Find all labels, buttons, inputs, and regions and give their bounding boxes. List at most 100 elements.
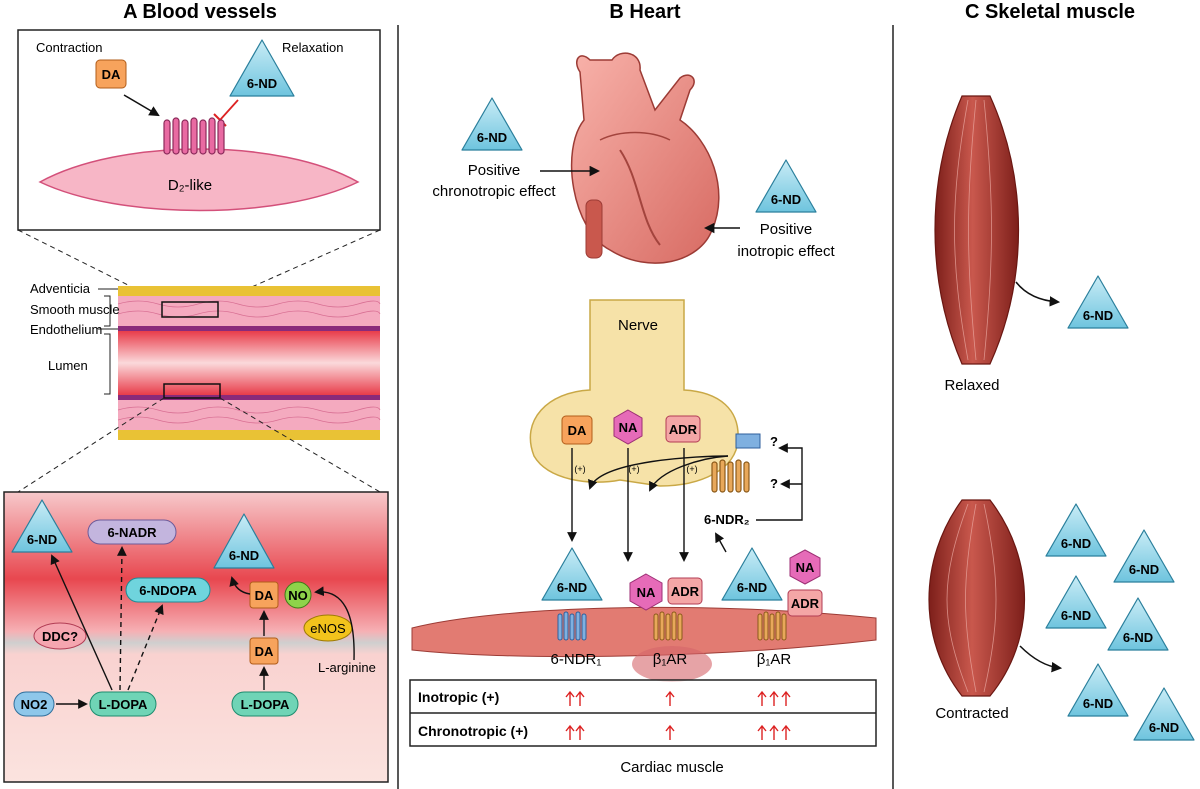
relaxed-label: Relaxed	[944, 377, 999, 394]
contracted-label: Contracted	[935, 705, 1008, 722]
transporter	[735, 433, 761, 449]
relaxed-muscle	[934, 95, 1020, 365]
relaxed-arrow	[1015, 281, 1061, 307]
six-nd-right-label: 6-ND	[229, 548, 259, 563]
ndr1-receptor	[557, 611, 587, 641]
c-six-nd-3-label: 6-ND	[1129, 562, 1159, 577]
inotropic-label: Inotropic (+)	[418, 689, 499, 705]
contracted-muscle	[928, 499, 1026, 697]
layer-endothelium: Endothelium	[30, 322, 102, 337]
plus-2: (+)	[628, 464, 639, 474]
panel-b-arrows	[567, 443, 803, 562]
c-six-nd-4	[1045, 575, 1107, 629]
chrono-line1: Positive	[468, 162, 521, 179]
six-nd-triangle-left	[11, 499, 73, 553]
b-adr-box	[665, 415, 701, 443]
relaxation-label: Relaxation	[282, 40, 343, 55]
c-six-nd-1-label: 6-ND	[1083, 308, 1113, 323]
panel-c: Relaxed 6-ND Contracted 6-ND 6-ND 6-ND 6…	[928, 95, 1195, 741]
ndr1-label: 6-NDR₁	[551, 651, 602, 668]
cardiac-highlight	[632, 646, 712, 682]
panel-b: 6-ND Positive chronotropic effect 6-ND P…	[409, 52, 877, 776]
ino-line2: inotropic effect	[737, 243, 835, 260]
six-nd-ino-label: 6-ND	[771, 192, 801, 207]
no2-pill	[13, 691, 55, 717]
six-ndopa-label: 6-NDOPA	[139, 583, 197, 598]
six-nd-chrono-label: 6-ND	[477, 130, 507, 145]
da-arrow	[123, 94, 160, 117]
layer-adventicia: Adventicia	[30, 281, 91, 296]
panel-a-arrows	[50, 546, 355, 709]
d2-receptor	[163, 117, 225, 155]
b-na-hex	[613, 409, 643, 445]
b-adr2-box	[667, 577, 703, 605]
chronotropic-label: Chronotropic (+)	[418, 723, 528, 739]
zoom-line-3	[17, 397, 165, 493]
heart-illustration	[570, 52, 720, 264]
six-ndopa-pill	[125, 577, 211, 603]
layer-lumen: Lumen	[48, 358, 88, 373]
contracted-fibers	[946, 503, 997, 693]
b1ar-2-label: β₁AR	[757, 651, 792, 668]
six-nd-b3-label: 6-ND	[557, 580, 587, 595]
smooth-muscle-cell	[38, 148, 360, 212]
c-six-nd-4-label: 6-ND	[1061, 608, 1091, 623]
ddc-label: DDC?	[42, 629, 78, 644]
ndr2-receptor	[711, 459, 750, 493]
six-nd-label-top: 6-ND	[247, 76, 277, 91]
six-nd-triangle-right	[213, 513, 275, 569]
b-adr3-label: ADR	[791, 596, 820, 611]
c-six-nd-6-label: 6-ND	[1083, 696, 1113, 711]
plus-3: (+)	[686, 464, 697, 474]
da-bottom-box	[249, 637, 279, 665]
panel-c-title: C Skeletal muscle	[965, 1, 1135, 23]
panel-a-title: A Blood vessels	[123, 1, 277, 23]
c-six-nd-7	[1133, 687, 1195, 741]
b-na3-label: NA	[796, 560, 815, 575]
b-na3-hex	[789, 549, 821, 585]
six-nd-triangle-b3	[541, 547, 603, 601]
l-dopa-right-pill	[231, 691, 299, 717]
d2-like-label: D₂-like	[168, 177, 212, 194]
effect-arrows	[565, 690, 791, 740]
no-circle	[284, 581, 312, 609]
b1ar-receptor-1	[653, 611, 683, 641]
six-nd-b4-label: 6-ND	[737, 580, 767, 595]
b-adr-label: ADR	[669, 422, 698, 437]
cardiac-muscle-label: Cardiac muscle	[620, 759, 723, 776]
q2-label: ?	[770, 476, 778, 491]
six-nadr-pill	[87, 519, 177, 545]
contraction-label: Contraction	[36, 40, 102, 55]
b1ar-receptor-2	[757, 611, 787, 641]
c-six-nd-2	[1045, 503, 1107, 557]
q1-label: ?	[770, 434, 778, 449]
contracted-arrow	[1019, 645, 1063, 673]
l-dopa-left-pill	[89, 691, 157, 717]
c-six-nd-3	[1113, 529, 1175, 583]
b-adr3-box	[787, 589, 823, 617]
b1ar-1-label: β₁AR	[653, 651, 688, 668]
nerve-label: Nerve	[618, 317, 658, 334]
c-six-nd-2-label: 6-ND	[1061, 536, 1091, 551]
c-six-nd-6	[1067, 663, 1129, 717]
b-na2-label: NA	[637, 585, 656, 600]
relaxed-fibers	[954, 99, 992, 361]
b-na2-hex	[629, 573, 663, 611]
chrono-line2: chronotropic effect	[432, 183, 556, 200]
six-nd-triangle-chrono	[461, 97, 523, 151]
six-nd-triangle-top	[229, 39, 295, 97]
enos-label: eNOS	[310, 621, 346, 636]
da-top-label: DA	[255, 588, 274, 603]
b-na-label: NA	[619, 420, 638, 435]
ddc-ellipse	[33, 622, 87, 650]
layer-smooth-muscle: Smooth muscle	[30, 302, 120, 317]
b-adr2-label: ADR	[671, 584, 700, 599]
l-dopa-right-label: L-DOPA	[241, 697, 290, 712]
l-dopa-left-label: L-DOPA	[99, 697, 148, 712]
ino-line1: Positive	[760, 221, 813, 238]
six-nd-triangle-ino	[755, 159, 817, 213]
ndr2-label: 6-NDR₂	[704, 512, 750, 527]
inhibit-line	[219, 99, 239, 121]
six-nadr-label: 6-NADR	[107, 525, 157, 540]
